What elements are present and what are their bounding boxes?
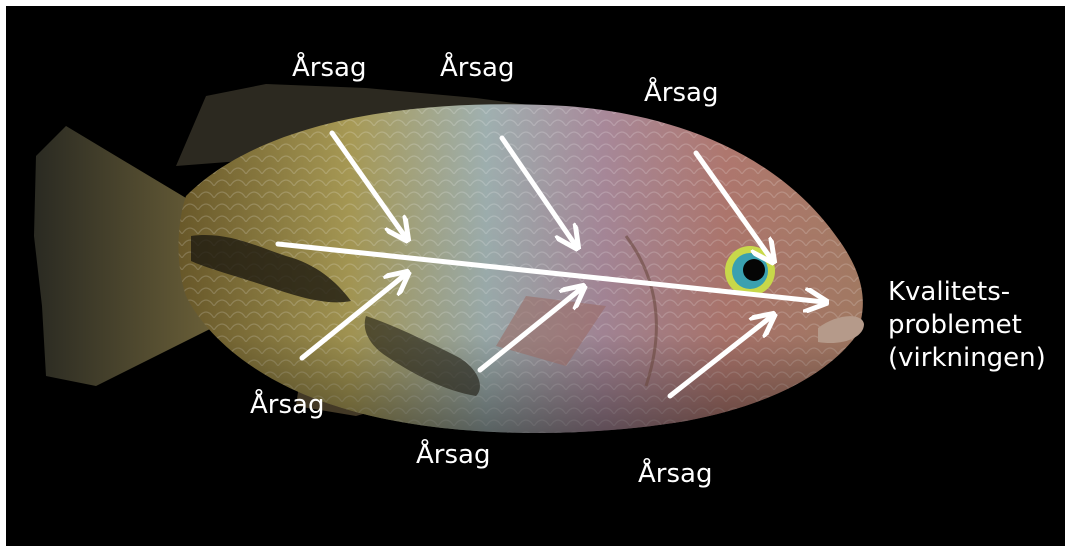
effect-label-line-1: Kvalitets- (888, 276, 1010, 308)
effect-label-line-3: (virkningen) (888, 342, 1046, 374)
cause-label-bottom-1: Årsag (250, 390, 324, 420)
cause-label-top-3: Årsag (644, 78, 718, 108)
cause-label-top-2: Årsag (440, 53, 514, 83)
cause-label-top-1: Årsag (292, 53, 366, 83)
cause-label-bottom-2: Årsag (416, 440, 490, 470)
effect-label-line-2: problemet (888, 309, 1022, 341)
cause-label-bottom-3: Årsag (638, 459, 712, 489)
fish-photo: Årsag Årsag Årsag Årsag Årsag Årsag Kval… (6, 6, 1065, 546)
